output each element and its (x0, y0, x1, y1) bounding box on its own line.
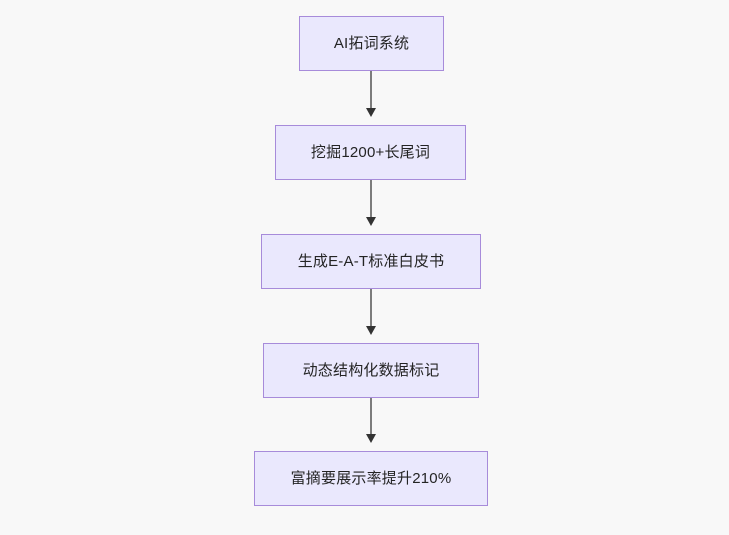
connector-node4-node5 (370, 398, 372, 434)
flowchart-node-mine-longtail-keywords[interactable]: 挖掘1200+长尾词 (275, 125, 466, 180)
arrowhead-node4-node5 (365, 434, 376, 443)
arrowhead-node2-node3 (365, 217, 376, 226)
connector-node1-node2 (370, 71, 372, 108)
flowchart-node-dynamic-structured-data-markup[interactable]: 动态结构化数据标记 (263, 343, 479, 398)
flowchart-node-ai-keyword-system[interactable]: AI拓词系统 (299, 16, 444, 71)
arrowhead-node3-node4 (365, 326, 376, 335)
arrowhead-node1-node2 (365, 108, 376, 117)
flowchart-node-label: 挖掘1200+长尾词 (310, 144, 431, 161)
flowchart-node-label: AI拓词系统 (333, 35, 410, 52)
flowchart-node-rich-snippet-impression-lift[interactable]: 富摘要展示率提升210% (254, 451, 488, 506)
flowchart-node-label: 富摘要展示率提升210% (290, 470, 452, 487)
flowchart-node-label: 动态结构化数据标记 (302, 362, 440, 379)
flowchart-node-generate-eat-whitepaper[interactable]: 生成E-A-T标准白皮书 (261, 234, 481, 289)
flowchart-node-label: 生成E-A-T标准白皮书 (297, 253, 445, 270)
connector-node2-node3 (370, 180, 372, 217)
connector-node3-node4 (370, 289, 372, 326)
